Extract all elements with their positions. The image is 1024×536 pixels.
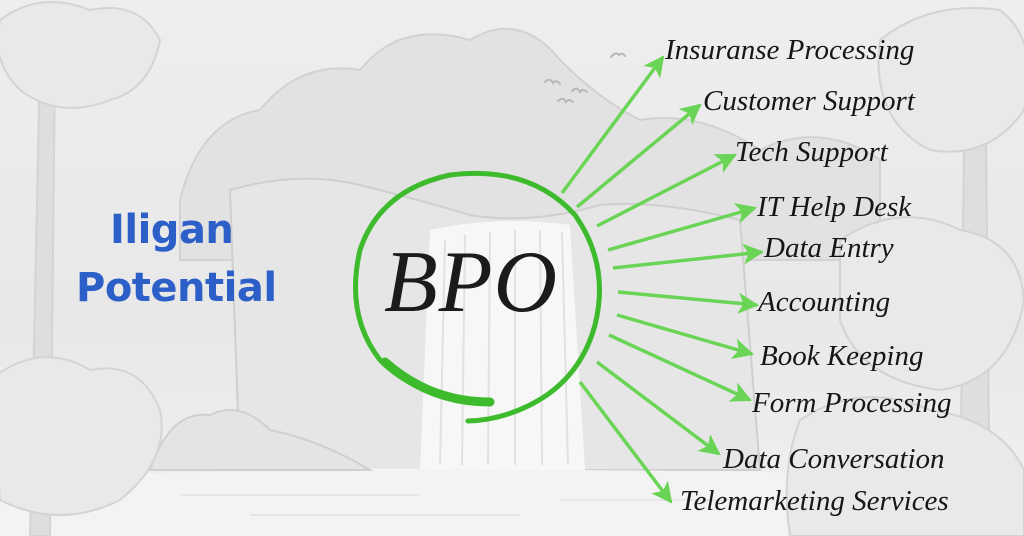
arrow-accounting: [617, 290, 760, 314]
service-label: Customer Support: [703, 85, 915, 117]
title-line-1: Iligan: [110, 207, 234, 253]
service-label: Telemarketing Services: [680, 485, 949, 517]
arrows: [560, 55, 765, 504]
service-label: IT Help Desk: [757, 191, 912, 223]
bird-icon: [610, 52, 626, 58]
service-label: Book Keeping: [760, 340, 924, 372]
title-line-2: Potential: [76, 265, 277, 311]
service-label: Data Conversation: [723, 443, 945, 475]
bird-icon: [544, 78, 561, 85]
service-label: Tech Support: [735, 136, 888, 168]
arrow-form-processing: [608, 333, 752, 402]
tree-icon: [785, 7, 1024, 536]
waterfall-icon: [420, 221, 585, 470]
arrow-tech-support: [596, 153, 737, 228]
service-label: Form Processing: [752, 387, 952, 419]
bpo-circle: [353, 170, 602, 424]
arrow-customer-support: [575, 103, 702, 209]
bpo-label: BPO: [384, 234, 559, 331]
arrow-insurance-processing: [560, 55, 665, 195]
bird-icon: [557, 97, 574, 104]
arrow-data-entry: [612, 243, 765, 270]
service-label: Data Entry: [764, 232, 894, 264]
bird-icon: [571, 87, 588, 94]
arrow-book-keeping: [616, 313, 755, 359]
arrow-telemarketing-services: [578, 380, 673, 504]
arrow-data-conversation: [595, 360, 721, 456]
service-label: Insuranse Processing: [665, 34, 915, 66]
service-label: Accounting: [758, 286, 891, 318]
arrow-it-help-desk: [607, 203, 758, 252]
tree-icon: [0, 1, 163, 536]
